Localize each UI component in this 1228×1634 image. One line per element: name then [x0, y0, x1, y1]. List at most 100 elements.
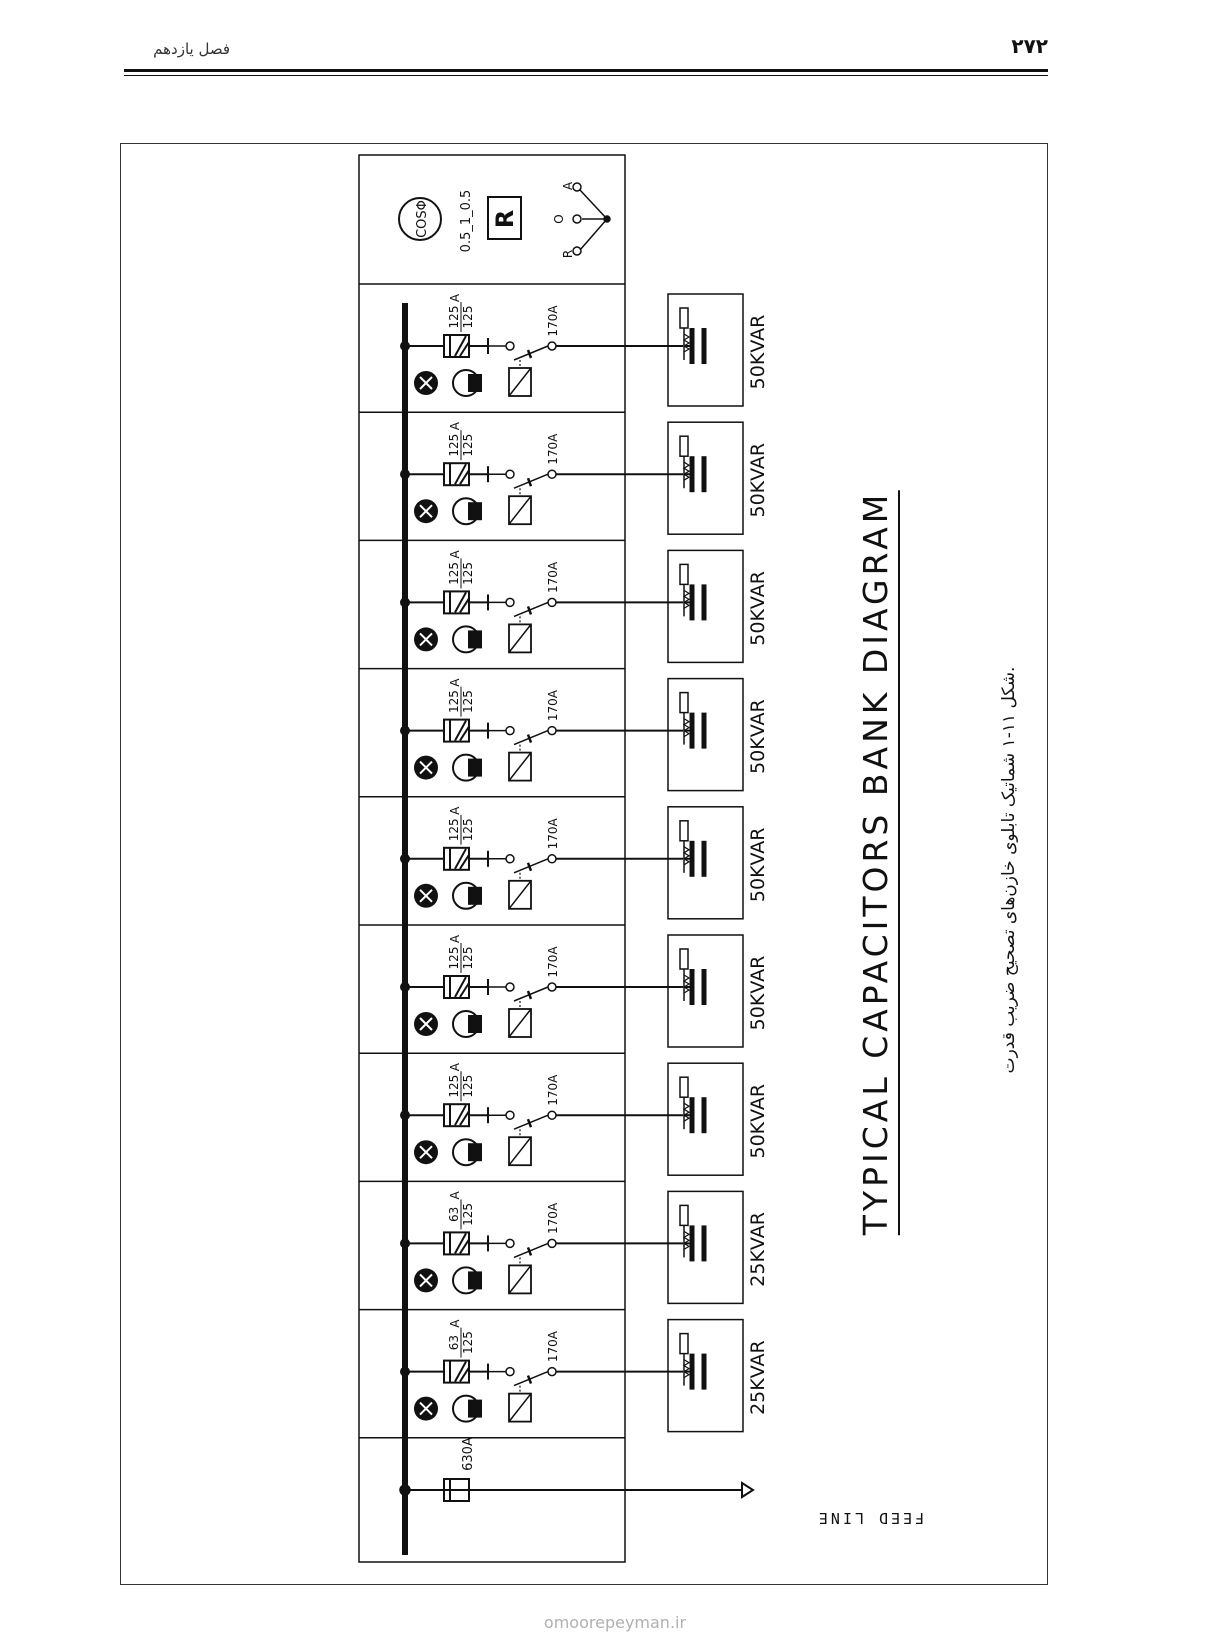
contactor-contact-icon [547, 1110, 557, 1120]
contactor-arm [513, 473, 549, 489]
selector-contact-a [572, 182, 582, 192]
fuse-rating-unit: A [448, 293, 462, 302]
fuse-rating-bottom: 125 [461, 1331, 475, 1354]
contactor-rating: 170A [546, 689, 560, 721]
discharge-resistor-icon [679, 1204, 689, 1227]
fuse-rating-top: 63 [447, 1207, 461, 1222]
contactor-arm [513, 986, 549, 1002]
fuse-rating-top: 63 [447, 1335, 461, 1350]
contactor-arm [513, 1370, 549, 1387]
contactor-arm [513, 345, 549, 361]
capacitor-rating: 50KVAR [747, 315, 769, 390]
fuse-rating-unit: A [448, 806, 462, 815]
fuse-rating-unit: A [448, 934, 462, 943]
relay-box [487, 196, 522, 240]
fuse-rating-unit: A [448, 421, 462, 430]
header-rule [124, 69, 1048, 72]
contactor-contact-icon [547, 1238, 557, 1249]
fuse-rating-bottom: 125 [461, 562, 475, 585]
fuse-rating-unit: A [448, 1319, 462, 1328]
contactor-arm [513, 1242, 549, 1259]
contactor-contact-icon [547, 725, 557, 736]
page-number: ۲۷۲ [1011, 34, 1048, 58]
fuse-rating-unit: A [448, 1062, 462, 1071]
capacitor-rating: 50KVAR [747, 571, 769, 646]
fuse-rating-bottom: 125 [461, 306, 475, 329]
contactor-contact-icon [547, 1366, 557, 1377]
header-rule-thin [124, 75, 1048, 76]
contactor-contact-icon [505, 854, 515, 864]
capacitor-rating: 50KVAR [747, 443, 769, 518]
discharge-resistor-icon [679, 820, 689, 842]
capacitor-rating: 25KVAR [747, 1212, 769, 1287]
contactor-rating: 170A [546, 1074, 560, 1106]
selector-contact-o [572, 214, 582, 224]
contactor-rating: 170A [546, 561, 560, 593]
contactor-rating: 170A [546, 1330, 560, 1362]
fuse-rating-top: 125 [447, 562, 461, 585]
fuse-rating-unit: A [448, 678, 462, 687]
contactor-arm [513, 729, 549, 746]
capacitor-enclosure [667, 293, 744, 407]
contactor-contact-icon [505, 1366, 515, 1377]
capacitor-enclosure [667, 1318, 744, 1433]
contactor-contact-icon [505, 469, 515, 479]
fuse-rating-top: 125 [447, 947, 461, 970]
contactor-contact-icon [547, 982, 557, 992]
contactor-arm [513, 601, 549, 618]
fuse-rating-bottom: 125 [461, 1203, 475, 1226]
discharge-resistor-icon [679, 948, 689, 970]
main-breaker-fuse-icon [443, 1478, 470, 1502]
contactor-contact-icon [547, 854, 557, 864]
contactor-contact-icon [505, 341, 515, 351]
capacitor-enclosure [667, 806, 744, 920]
capacitor-enclosure [667, 934, 744, 1048]
contactor-arm [513, 858, 549, 874]
diagram-frame [120, 143, 1048, 1585]
fuse-rating-bottom: 125 [461, 1075, 475, 1098]
contactor-contact-icon [547, 341, 557, 351]
fuse-rating-unit: A [448, 550, 462, 559]
cos-phi-meter-icon [398, 197, 442, 241]
watermark: omoorepeyman.ir [543, 1613, 687, 1632]
capacitor-enclosure [667, 1190, 744, 1305]
capacitor-enclosure [667, 421, 744, 535]
contactor-rating: 170A [546, 946, 560, 978]
contactor-contact-icon [505, 982, 515, 992]
chapter-title: فصل یازدهم [153, 40, 230, 58]
discharge-resistor-icon [679, 691, 689, 714]
fuse-rating-bottom: 125 [461, 434, 475, 457]
contactor-arm [513, 1114, 549, 1130]
fuse-rating-top: 125 [447, 1075, 461, 1098]
capacitor-rating: 50KVAR [747, 956, 769, 1031]
discharge-resistor-icon [679, 307, 689, 329]
contactor-rating: 170A [546, 1202, 560, 1234]
discharge-resistor-icon [679, 563, 689, 586]
capacitor-enclosure [667, 677, 744, 792]
feed-line-label: FEED LINE [815, 1509, 925, 1527]
contactor-contact-icon [505, 725, 515, 736]
contactor-contact-icon [505, 1110, 515, 1120]
fuse-rating-bottom: 125 [461, 818, 475, 841]
capacitor-rating: 50KVAR [747, 827, 769, 902]
capacitor-rating: 25KVAR [747, 1340, 769, 1415]
fuse-rating-bottom: 125 [461, 690, 475, 713]
capacitor-rating: 50KVAR [747, 1084, 769, 1159]
fuse-rating-unit: A [448, 1191, 462, 1200]
fuse-rating-top: 125 [447, 690, 461, 713]
discharge-resistor-icon [679, 435, 689, 457]
fuse-rating-bottom: 125 [461, 947, 475, 970]
capacitor-enclosure [667, 549, 744, 664]
capacitor-rating: 50KVAR [747, 699, 769, 774]
fuse-rating-top: 125 [447, 434, 461, 457]
discharge-resistor-icon [679, 1076, 689, 1098]
contactor-contact-icon [505, 597, 515, 608]
fuse-rating-top: 125 [447, 306, 461, 329]
figure-caption: شکل ۱۱-۱ شماتیک تابلوی خازن‌های تصحیح ضر… [999, 666, 1019, 1074]
contactor-contact-icon [547, 469, 557, 479]
capacitor-enclosure [667, 1062, 744, 1176]
diagram-title: TYPICAL CAPACITORS BANK DIAGRAM [856, 490, 900, 1236]
selector-switch-arm [579, 189, 608, 220]
discharge-resistor-icon [679, 1332, 689, 1355]
